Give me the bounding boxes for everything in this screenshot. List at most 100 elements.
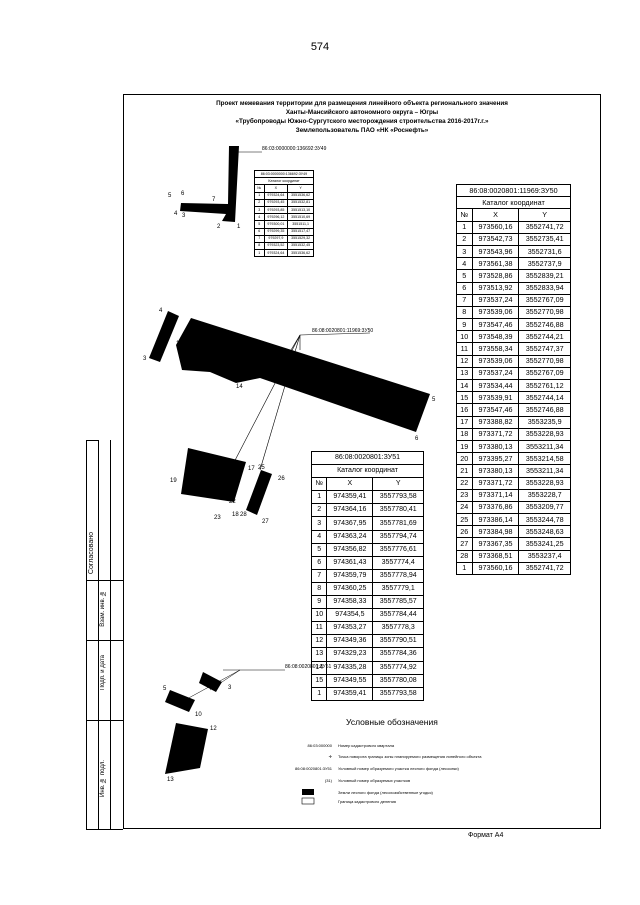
point-number: 22 [456,476,473,490]
catalog-subtitle: Каталог координат [456,196,571,210]
plot-zu50-south-shape [181,448,272,515]
coord-y: 3552737,9 [518,257,571,271]
point-label: 3 [182,213,186,219]
legend-text: Точка поворота границы зоны планируемого… [338,754,482,759]
point-label: 5 [168,193,172,199]
point-label: 12 [210,726,217,732]
coord-y: 3557774,92 [372,660,424,675]
point-number: 5 [456,269,473,283]
point-label: 22 [229,499,236,505]
coord-y: 3553248,63 [518,525,571,539]
point-label: 3 [143,356,147,362]
point-number: 7 [254,234,265,243]
coord-y: 3552761,12 [518,378,571,393]
coord-x: 973548,39 [471,330,520,344]
point-number: 5 [310,542,328,557]
point-number: 11 [310,621,328,636]
point-number: 20 [456,452,473,466]
coord-x: 973376,86 [471,500,520,515]
plot-zu49-shape [180,146,239,222]
coord-x: 973371,14 [471,488,520,502]
column-header: Y [372,477,424,492]
coord-y: 3557784,36 [372,647,424,662]
point-label: 6 [181,191,185,197]
column-header: № [254,184,265,193]
point-number: 13 [456,366,473,381]
coord-y: 3557774,4 [372,555,424,570]
point-label: 4 [174,211,178,217]
coord-x: 973561,38 [471,257,520,271]
title-line: Ханты-Мансийского автономного округа – Ю… [285,109,439,116]
point-label: 26 [278,476,285,482]
point-label: 10 [176,341,183,347]
coord-x: 973395,27 [471,452,520,466]
point-number: 1 [456,561,473,576]
coord-y: 3552744,14 [518,391,571,405]
coord-x: 974354,5 [326,608,374,623]
point-label: 1 [237,224,241,230]
coord-x: 974358,33 [326,595,374,610]
coord-y: 3553228,7 [518,488,571,502]
coord-x: 973371,72 [471,427,520,441]
coord-x: 974361,43 [326,555,374,570]
point-label: 3 [228,685,232,691]
point-number: 12 [456,354,473,368]
coord-x: 979300,01 [263,220,289,229]
plot-zu50-label: 86:08:0020801:11969:3У50 [312,328,373,334]
coord-x: 973380,13 [471,464,520,478]
coord-x: 973539,91 [471,391,520,405]
point-label: 27 [262,519,269,525]
coord-x: 979293,45 [263,198,289,207]
point-label: 2 [217,224,221,230]
column-header: X [326,477,374,492]
coord-y: 3551517,47 [287,227,314,236]
point-number: 7 [456,293,473,307]
coord-x: 973560,16 [471,561,520,576]
coord-y: 3553211,34 [518,464,571,478]
point-label: 10 [195,712,202,718]
coord-y: 3557778,3 [372,621,424,636]
coord-x: 979297,9 [263,234,289,243]
coord-y: 3552833,94 [518,281,571,295]
coord-x: 973542,73 [471,232,520,246]
coord-y: 3552839,21 [518,269,571,283]
coord-x: 974359,79 [326,568,374,583]
coord-y: 3551513,10 [287,205,314,215]
coord-x: 979293,85 [263,205,289,215]
point-label: 14 [236,384,243,390]
point-number: 21 [456,464,473,478]
coord-y: 3552731,6 [518,244,571,259]
point-label: 7 [212,197,216,203]
coord-y: 3553228,93 [518,476,571,490]
point-number: 9 [310,595,328,610]
point-number: 1 [456,220,473,234]
forest-land-swatch [302,789,314,795]
point-number: 9 [456,318,473,332]
coord-x: 974367,95 [326,516,374,531]
coord-y: 3557784,44 [372,608,424,623]
legend-item: ✛Точка поворота границы зоны планируемог… [292,754,482,759]
coord-x: 973558,34 [471,342,520,356]
catalog-subtitle: Каталог координат [311,464,424,479]
legend-symbol: (31) [324,778,332,783]
coord-y: 3552746,88 [518,318,571,332]
